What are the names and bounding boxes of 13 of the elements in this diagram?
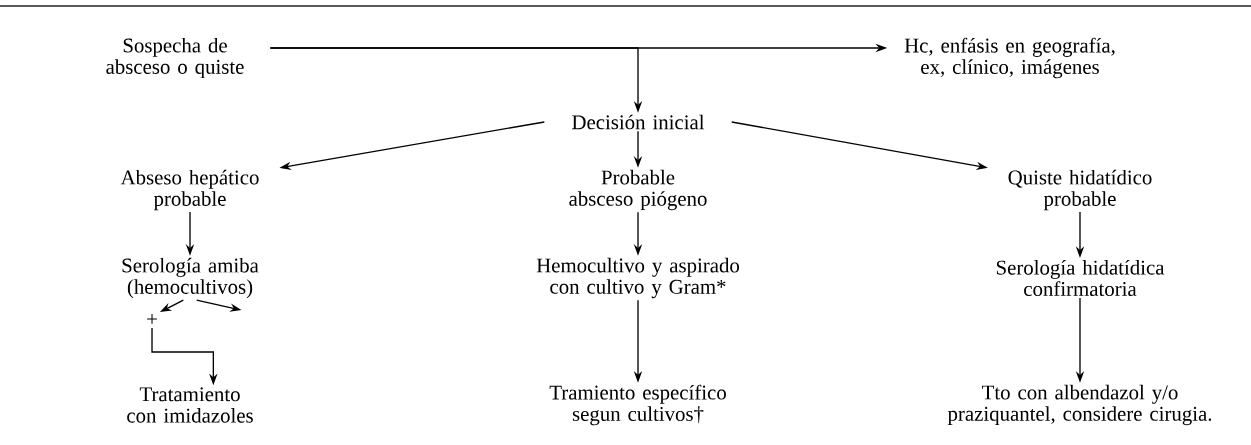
step-text: Hc, enfásis en geografía, ex, clínico, imágenes xyxy=(904,37,1115,79)
step-text: Serología hidatídica confirmatoria xyxy=(996,260,1165,296)
step-text: Tratamiento con imidazoles xyxy=(127,387,253,423)
step-text: Serología amiba (hemocultivos) xyxy=(122,257,259,299)
step-text: Decisión inicial xyxy=(572,114,705,130)
step-text: Probable absceso piógeno xyxy=(569,169,707,211)
step-text: Abseso hepático probable xyxy=(120,169,259,211)
step-text: Quiste hidatídico probable xyxy=(1008,169,1152,211)
step-text: Hemocultivo y aspirado con cultivo y Gram* xyxy=(536,257,740,299)
step-text: Tto con albendazol y/o praziquantel, considere cirugia. xyxy=(947,384,1212,426)
step-text: Tramiento específico segun cultivos† xyxy=(549,384,726,426)
step-text: Sospecha de absceso o quiste xyxy=(106,37,244,79)
sign-text: + xyxy=(147,314,157,324)
